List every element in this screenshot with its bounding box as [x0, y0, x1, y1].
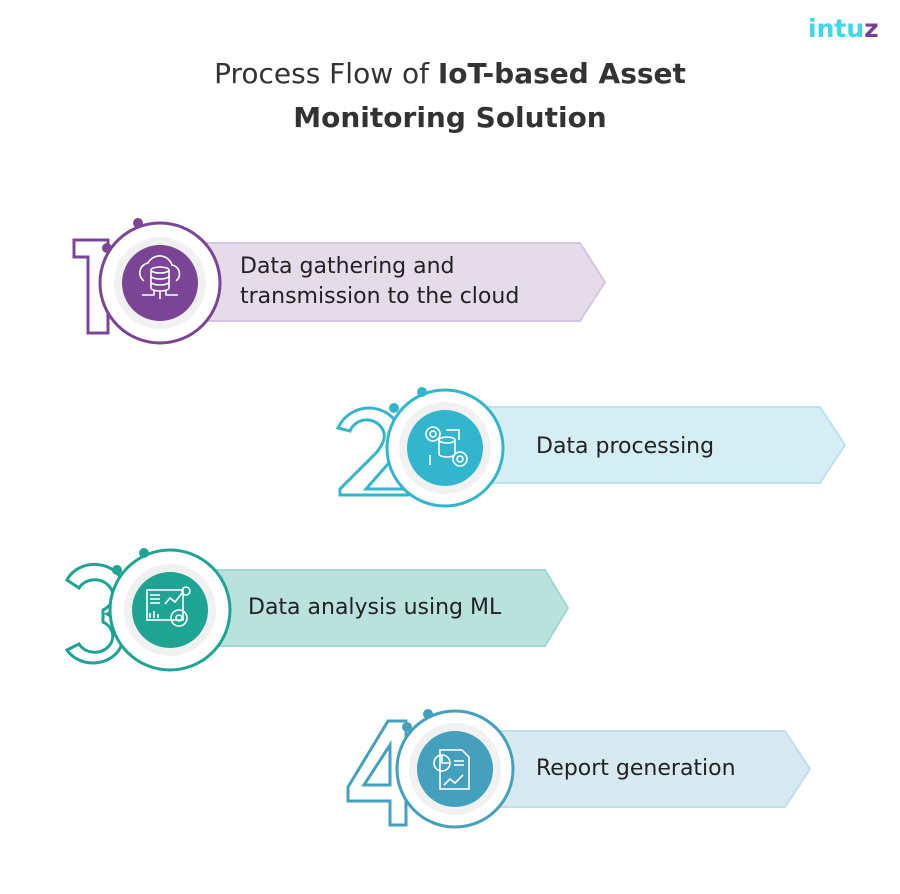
- step-1: Data gathering and transmission to the c…: [60, 215, 620, 355]
- step-2: Data processing: [330, 380, 870, 515]
- title-regular: Process Flow of: [214, 57, 438, 90]
- number-2-outline: [335, 406, 410, 497]
- report-document-icon: [433, 749, 470, 790]
- step-1-line1: Data gathering and: [240, 254, 455, 279]
- number-1-outline: [72, 238, 110, 335]
- step-3: Data analysis using ML: [55, 540, 595, 675]
- step-3-line1: Data analysis using ML: [248, 595, 502, 620]
- logo-text: intu: [808, 14, 865, 43]
- step-1-graphic: [72, 218, 607, 345]
- step-3-graphic: [64, 548, 570, 672]
- data-processing-gears-icon: [425, 426, 468, 467]
- step-2-line1: Data processing: [536, 434, 715, 459]
- analytics-dashboard-icon: [146, 586, 191, 627]
- step-1-label: Data gathering and transmission to the c…: [240, 252, 519, 312]
- step-2-graphic: [335, 387, 847, 508]
- logo-accent: z: [864, 14, 879, 43]
- intuz-logo: intuz: [808, 14, 879, 43]
- step-2-label: Data processing: [536, 432, 714, 462]
- step-4-graphic: [346, 709, 812, 829]
- title-bold-line1: IoT-based Asset: [437, 57, 686, 90]
- step-1-line2: transmission to the cloud: [240, 284, 520, 309]
- title-bold-line2: Monitoring Solution: [293, 101, 607, 134]
- step-4-label: Report generation: [536, 754, 736, 784]
- page-title: Process Flow of IoT-based Asset Monitori…: [0, 52, 900, 140]
- step-3-label: Data analysis using ML: [248, 593, 501, 623]
- cloud-database-icon: [139, 255, 181, 299]
- step-4-line1: Report generation: [536, 756, 736, 781]
- step-4: Report generation: [340, 705, 820, 840]
